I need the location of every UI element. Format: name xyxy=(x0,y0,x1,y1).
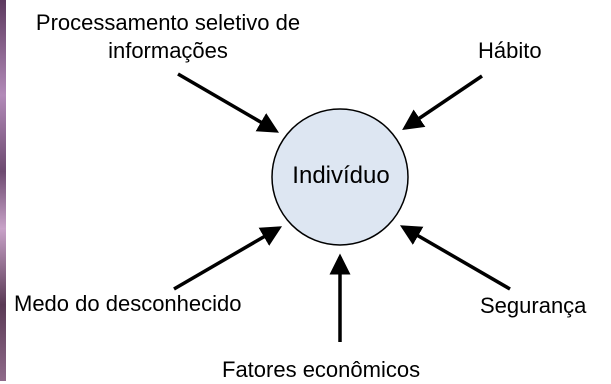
label-individuo: Indivíduo xyxy=(292,162,390,189)
label-processamento-line1: Processamento seletivo de xyxy=(35,10,301,35)
label-habito: Hábito xyxy=(478,38,542,63)
label-processamento: Processamento seletivo de informações xyxy=(8,9,328,65)
arrow-medo xyxy=(173,226,283,291)
background-image-strip xyxy=(0,0,6,381)
label-medo: Medo do desconhecido xyxy=(14,291,242,316)
individuo-node xyxy=(271,108,409,246)
arrow-seguranca xyxy=(399,225,511,291)
label-fatores: Fatores econômicos xyxy=(222,357,421,382)
arrow-processamento xyxy=(177,72,280,133)
arrow-habito xyxy=(402,74,483,130)
label-seguranca: Segurança xyxy=(480,293,587,318)
label-processamento-line2: informações xyxy=(108,38,228,63)
